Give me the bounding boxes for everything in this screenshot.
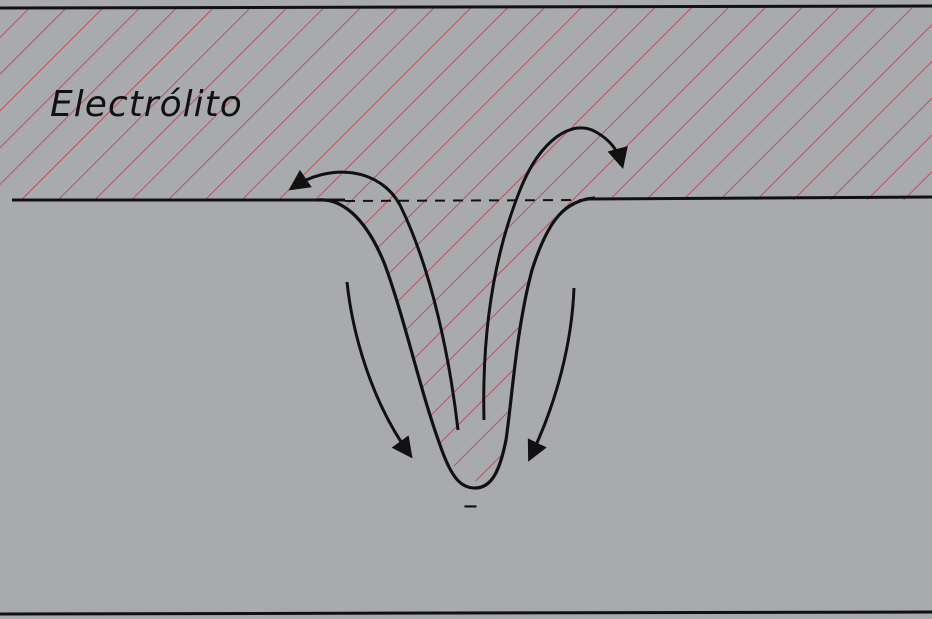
negative-charge-sign: –: [463, 488, 478, 523]
flow-arrow-right-outer: [530, 288, 574, 458]
surface-line-right: [585, 197, 932, 199]
electrolyte-label: Electrólito: [50, 84, 243, 125]
bottom-boundary-line: [0, 612, 932, 614]
top-boundary-line: [0, 6, 932, 8]
pit-region: [340, 200, 585, 482]
